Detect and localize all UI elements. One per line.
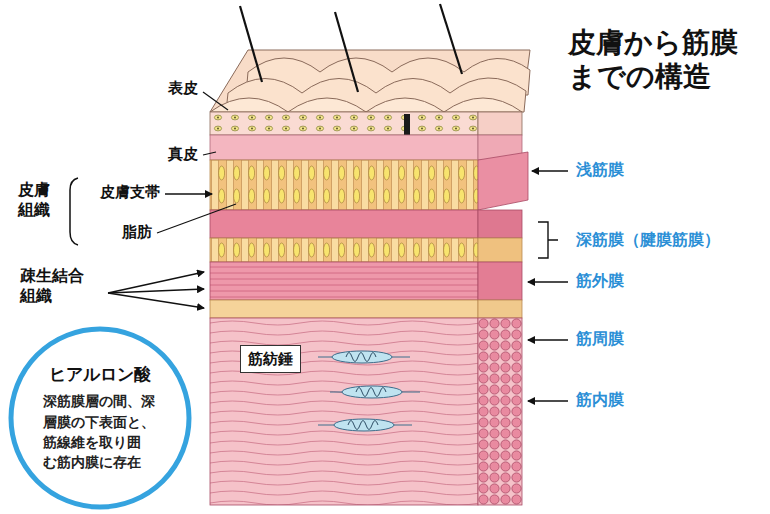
group-label: 皮膚 組織 [18,180,55,220]
leader-arrow [108,289,204,293]
bracket [70,178,78,245]
epimysium-layer [210,262,478,300]
spindle-coil [346,353,376,362]
leader-arrow [528,400,568,401]
group-label: 疎生結合 組織 [20,266,89,306]
side-epidermis [478,112,522,135]
side-loose-band [478,300,522,318]
muscle-spindle [318,351,410,363]
skin-top-surface [210,50,530,112]
skin-bump-row [210,98,522,112]
fascia-label: 筋周膜 [576,329,624,349]
spindle-capsule [334,419,394,431]
deep-fascia-layer [210,210,478,238]
spindle-coil [348,421,378,430]
leader-line [203,152,216,155]
side-muscle-fibers [478,318,522,505]
fascia-label: 筋内膜 [576,390,624,410]
muscle-layer [210,318,478,505]
fascia-label: 深筋膜（腱膜筋膜） [576,230,720,250]
fascia-label: 筋外膜 [576,271,624,291]
layer-label: 真皮 [168,145,198,164]
loose-tissue-layer [210,238,478,262]
box-text: 筋紡錘 [248,350,293,368]
spindle-coil [356,388,386,397]
side-superficial-fascia [478,152,528,210]
layer-label: 表皮 [168,79,198,98]
circle-content: ヒアルロン酸深筋膜層の間、深 層膜の下表面と、 筋線維を取り囲 む筋内膜に存在 [8,326,192,510]
spindle-capsule [342,386,402,398]
fascia-label: 浅筋膜 [576,160,624,180]
leader-arrow [528,339,568,340]
label-box: 筋紡錘 [240,345,301,373]
muscle-spindle [318,419,412,431]
diagram-title: 皮膚から筋膜 までの構造 [568,26,744,94]
layer-label: 脂肪 [122,223,152,242]
info-circle: ヒアルロン酸深筋膜層の間、深 層膜の下表面と、 筋線維を取り囲 む筋内膜に存在 [8,326,192,510]
circle-heading: ヒアルロン酸 [49,363,151,386]
hair [440,4,462,74]
muscle-spindle [330,386,420,398]
side-loose-tissue [478,238,522,262]
circle-shape [11,329,189,507]
leader-arrow [165,193,212,194]
leader-line [203,92,228,110]
circle-body: 深筋膜層の間、深 層膜の下表面と、 筋線維を取り囲 む筋内膜に存在 [43,391,156,472]
layer-label: 皮膚支帯 [100,183,160,202]
leader-arrow [108,272,204,293]
leader-line [157,204,236,233]
bracket [538,222,558,258]
spindle-capsule [332,351,392,363]
epidermis-layer [210,112,478,135]
side-epimysium [478,262,522,300]
hair-root [404,114,410,136]
retinaculum-fat-layer [210,160,478,210]
hair [335,12,358,92]
leader-arrow [532,170,568,171]
dermis-layer [210,135,478,160]
loose-tissue-band [210,300,478,318]
hair [240,6,262,82]
side-deep-fascia [478,210,522,238]
leader-arrow [108,293,204,308]
leader-arrow [528,281,568,282]
